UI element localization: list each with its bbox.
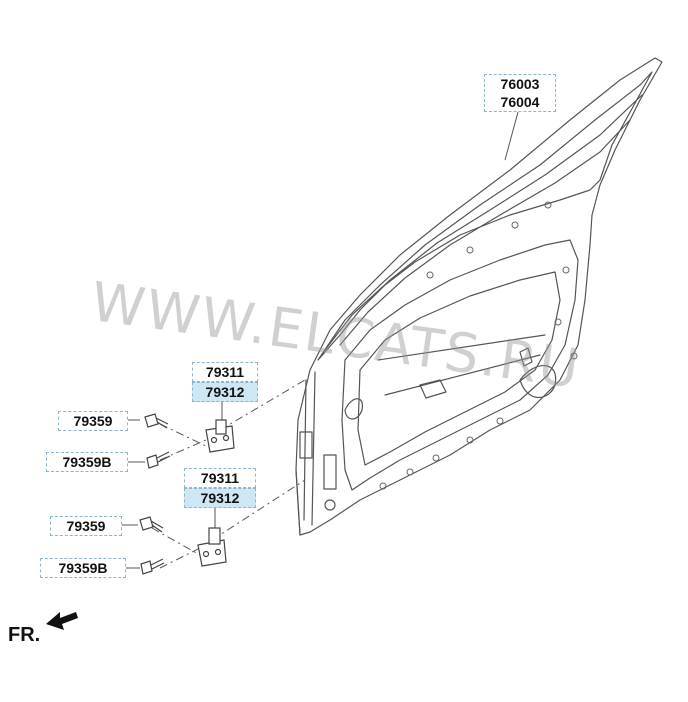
door-inner-panel	[341, 239, 579, 491]
window-channel	[324, 94, 643, 351]
part-number-79359-upper: 79359	[73, 413, 113, 429]
front-direction-label: FR.	[8, 624, 41, 646]
callout-upper-bolt-b[interactable]: 79359B	[46, 452, 128, 472]
bolt-lower-79359	[139, 516, 164, 533]
bolt-upper-79359B	[146, 451, 171, 469]
hinge-pillar	[295, 371, 316, 536]
callout-door-frame[interactable]: 76003 76004	[484, 74, 556, 112]
part-number-79312-lower: 79312	[184, 488, 256, 508]
bolt-upper-79359	[144, 413, 169, 429]
bolt-lower-79359B	[140, 558, 165, 575]
part-number-76003: 76003	[500, 76, 540, 92]
callout-lower-bolt-b[interactable]: 79359B	[40, 558, 126, 578]
window-sash-inner	[317, 71, 653, 361]
callout-upper-hinge[interactable]: 79311 79312	[192, 362, 258, 402]
callout-lower-hinge[interactable]: 79311 79312	[184, 468, 256, 508]
part-number-79312-upper: 79312	[192, 382, 258, 402]
leader-76003	[504, 111, 519, 161]
callout-lower-bolt[interactable]: 79359	[50, 516, 122, 536]
part-number-79359B-upper: 79359B	[62, 454, 112, 470]
upper-hinge	[205, 419, 235, 453]
window-regulator	[377, 334, 546, 399]
lower-hinge	[197, 527, 227, 567]
part-number-79359B-lower: 79359B	[58, 560, 108, 576]
part-number-79311-upper: 79311	[192, 362, 258, 382]
part-number-79311-lower: 79311	[184, 468, 256, 488]
callout-upper-bolt[interactable]: 79359	[58, 411, 128, 431]
part-number-76004: 76004	[500, 94, 540, 110]
front-arrow-icon	[46, 612, 78, 630]
door-outer-frame	[295, 57, 663, 536]
part-number-79359-lower: 79359	[66, 518, 106, 534]
